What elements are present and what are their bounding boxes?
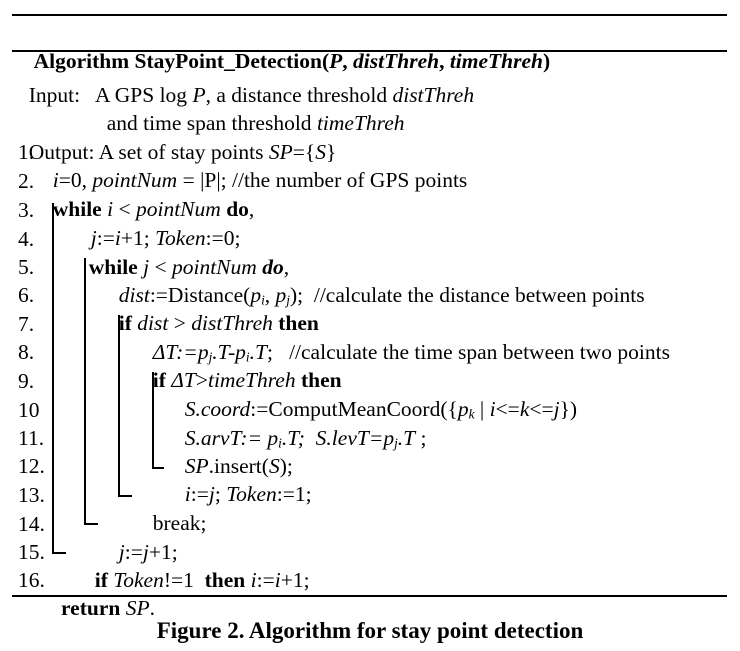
- line-number-4: 4.: [18, 227, 35, 251]
- code-line-9: S.coord:=ComputMeanCoord({pk | i<=k<=j}): [184, 397, 578, 422]
- line-number-2: 2.: [18, 169, 40, 193]
- line-number-9: 9.: [18, 369, 35, 393]
- code-line-16: 16. return SP.: [61, 596, 155, 620]
- code-line-11: SP.insert(S);: [184, 454, 293, 478]
- code-line-8: if ΔT>timeThreh then: [152, 368, 342, 392]
- input-line-2: and time span threshold timeThreh: [106, 111, 405, 135]
- line-number-13: 13.: [18, 483, 45, 507]
- if-time-bar: [152, 372, 154, 468]
- code-line-6: if dist > distThreh then: [118, 311, 319, 335]
- code-line-15: if Token!=1 then i:=i+1;: [94, 568, 310, 592]
- code-line-4: while j < pointNum do,: [88, 255, 290, 279]
- outer-loop-bar: [52, 203, 54, 553]
- code-line-2: while i < pointNum do,: [52, 197, 255, 221]
- code-line-13: break;: [152, 511, 207, 535]
- inner-loop-hook: [84, 523, 98, 525]
- algorithm-header: Algorithm StayPoint_Detection(P, distThr…: [33, 49, 551, 73]
- line-number-5: 5.: [18, 255, 35, 279]
- line-number-16: 16.: [18, 568, 51, 592]
- line-number-8: 8.: [18, 340, 35, 364]
- if-time-hook: [152, 467, 164, 469]
- line-number-3: 3.: [18, 198, 35, 222]
- line-number-12: 12.: [18, 454, 45, 478]
- line-number-14: 14.: [18, 512, 45, 536]
- if-dist-bar: [118, 315, 120, 496]
- code-line-3: j:=i+1; Token:=0;: [90, 226, 241, 250]
- inner-loop-bar: [84, 258, 86, 524]
- outer-loop-hook: [52, 552, 66, 554]
- output-line: Output: A set of stay points SP={S}: [28, 140, 337, 164]
- code-line-14: j:=j+1;: [118, 540, 178, 564]
- line-number-7: 7.: [18, 312, 35, 336]
- if-dist-hook: [118, 495, 132, 497]
- line-number-15: 15.: [18, 540, 45, 564]
- code-line-1: i=0, pointNum = |P|; //the number of GPS…: [52, 168, 468, 192]
- top-rule: [12, 14, 727, 16]
- bottom-rule: [12, 595, 727, 597]
- code-line-5: dist:=Distance(pi, pj); //calculate the …: [118, 283, 645, 308]
- code-line-10: S.arvT:= pi.T; S.levT=pj.T ;: [184, 426, 427, 451]
- line-number-11: 11.: [18, 426, 45, 450]
- line-number-10: 10: [18, 398, 40, 422]
- input-line-1: Input: A GPS log P, a distance threshold…: [28, 83, 475, 107]
- header-rule: [12, 50, 727, 52]
- line-number-6: 6.: [18, 283, 35, 307]
- code-line-7: ΔT:=pj.T-pi.T; //calculate the time span…: [152, 340, 670, 365]
- line-number-1: 1.: [18, 140, 40, 164]
- code-line-12: i:=j; Token:=1;: [184, 482, 312, 506]
- figure-caption: Figure 2. Algorithm for stay point detec…: [156, 618, 584, 643]
